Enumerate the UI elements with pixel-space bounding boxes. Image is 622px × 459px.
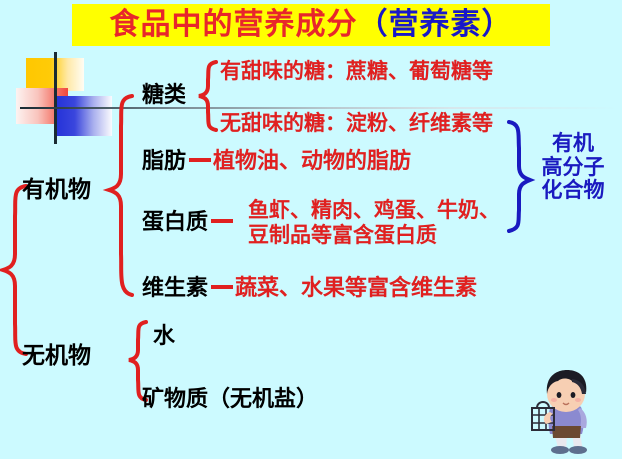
node-minerals[interactable]: 矿物质（无机盐） — [142, 387, 319, 412]
connector-dash-protein — [211, 219, 234, 223]
brace-sugars — [198, 60, 218, 132]
node-protein-label: 蛋白质 — [142, 210, 209, 235]
node-fat-detail: 植物油、动物的脂肪 — [213, 149, 412, 174]
node-vitamin[interactable]: 维生素 蔬菜、水果等富含维生素 — [142, 277, 477, 300]
connector-dash-vitamin — [211, 285, 234, 289]
deco-vertical-line — [54, 52, 57, 144]
node-sugars[interactable]: 糖类 — [142, 83, 187, 108]
node-vitamin-detail: 蔬菜、水果等富含维生素 — [235, 276, 478, 301]
decorative-artwork — [14, 52, 112, 144]
node-nonsweet-sugars: 无甜味的糖：淀粉、纤维素等 — [220, 111, 493, 135]
page-title: 食品中的营养成分（营养素） — [110, 10, 513, 40]
node-fat-label: 脂肪 — [142, 149, 187, 174]
node-protein-detail-line2: 豆制品等富含蛋白质 — [248, 223, 437, 247]
node-sweet-sugars: 有甜味的糖：蔗糖、葡萄糖等 — [220, 59, 493, 83]
deco-blue-rect — [54, 96, 112, 136]
node-water[interactable]: 水 — [153, 324, 176, 349]
node-organic-matter[interactable]: 有机物 — [22, 177, 91, 203]
node-protein[interactable]: 蛋白质 — [142, 211, 235, 234]
node-fat[interactable]: 脂肪 植物油、动物的脂肪 — [142, 150, 411, 173]
brace-root — [0, 184, 28, 356]
node-protein-detail-line1: 鱼虾、精肉、鸡蛋、牛奶、 — [248, 198, 500, 222]
node-inorganic-matter[interactable]: 无机物 — [22, 343, 91, 369]
title-banner: 食品中的营养成分（营养素） — [72, 4, 550, 46]
annotation-organic-macromolecule: 有机 高分子 化合物 — [530, 131, 616, 203]
node-vitamin-label: 维生素 — [142, 276, 209, 301]
title-main-text: 食品中的营养成分 — [109, 7, 358, 42]
deco-horizontal-line — [20, 107, 618, 109]
annotation-line-1: 有机 — [552, 131, 594, 155]
boy-with-basket-icon — [531, 370, 587, 454]
brace-organic — [102, 94, 134, 297]
title-paren-text: （营养素） — [357, 7, 513, 42]
brace-macromolecule — [507, 120, 536, 233]
annotation-line-3: 化合物 — [541, 178, 605, 203]
annotation-line-2: 高分子 — [541, 154, 605, 179]
connector-dash-fat — [189, 158, 212, 162]
